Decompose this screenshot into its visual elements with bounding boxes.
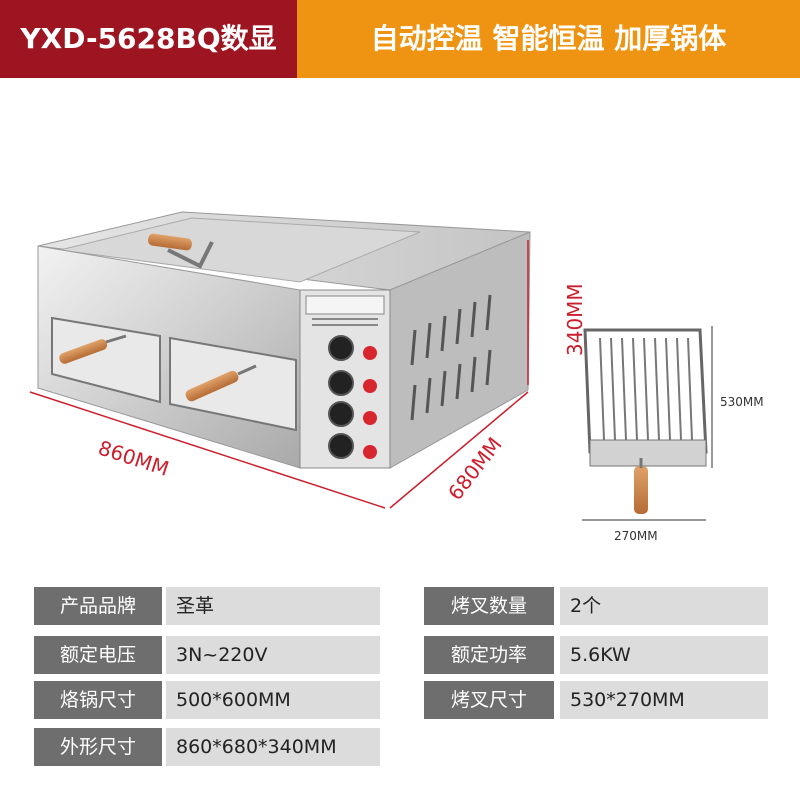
product-diagram: 860MM 680MM 340MM 530MM 270MM (29, 211, 764, 543)
spec-value: 500*600MM (166, 681, 380, 719)
spec-value: 530*270MM (560, 681, 768, 719)
spec-label: 额定功率 (424, 636, 554, 674)
spec-label: 外形尺寸 (34, 728, 162, 766)
spec-label: 烤叉尺寸 (424, 681, 554, 719)
height-dimension: 340MM (563, 283, 587, 356)
depth-dimension: 680MM (443, 433, 507, 505)
control-knob-icon (328, 335, 354, 459)
spec-value: 3N~220V (166, 636, 380, 674)
spec-value: 5.6KW (560, 636, 768, 674)
fork-width-dimension: 270MM (614, 529, 658, 543)
spec-label: 额定电压 (34, 636, 162, 674)
spec-value: 圣革 (166, 587, 380, 625)
slogan: 自动控温 智能恒温 加厚锅体 (297, 0, 800, 78)
model-title: YXD-5628BQ数显 (0, 0, 297, 78)
spec-value: 860*680*340MM (166, 728, 380, 766)
spec-label: 产品品牌 (34, 587, 162, 625)
width-dimension: 860MM (95, 436, 172, 481)
fork-length-dimension: 530MM (720, 395, 764, 409)
indicator-light-icon (363, 346, 377, 459)
spec-value: 2个 (560, 587, 768, 625)
machine-illustration (37, 211, 531, 469)
roasting-fork-illustration (583, 328, 708, 514)
header-banner: YXD-5628BQ数显 自动控温 智能恒温 加厚锅体 (0, 0, 800, 78)
spec-label: 烤叉数量 (424, 587, 554, 625)
spec-label: 烙锅尺寸 (34, 681, 162, 719)
